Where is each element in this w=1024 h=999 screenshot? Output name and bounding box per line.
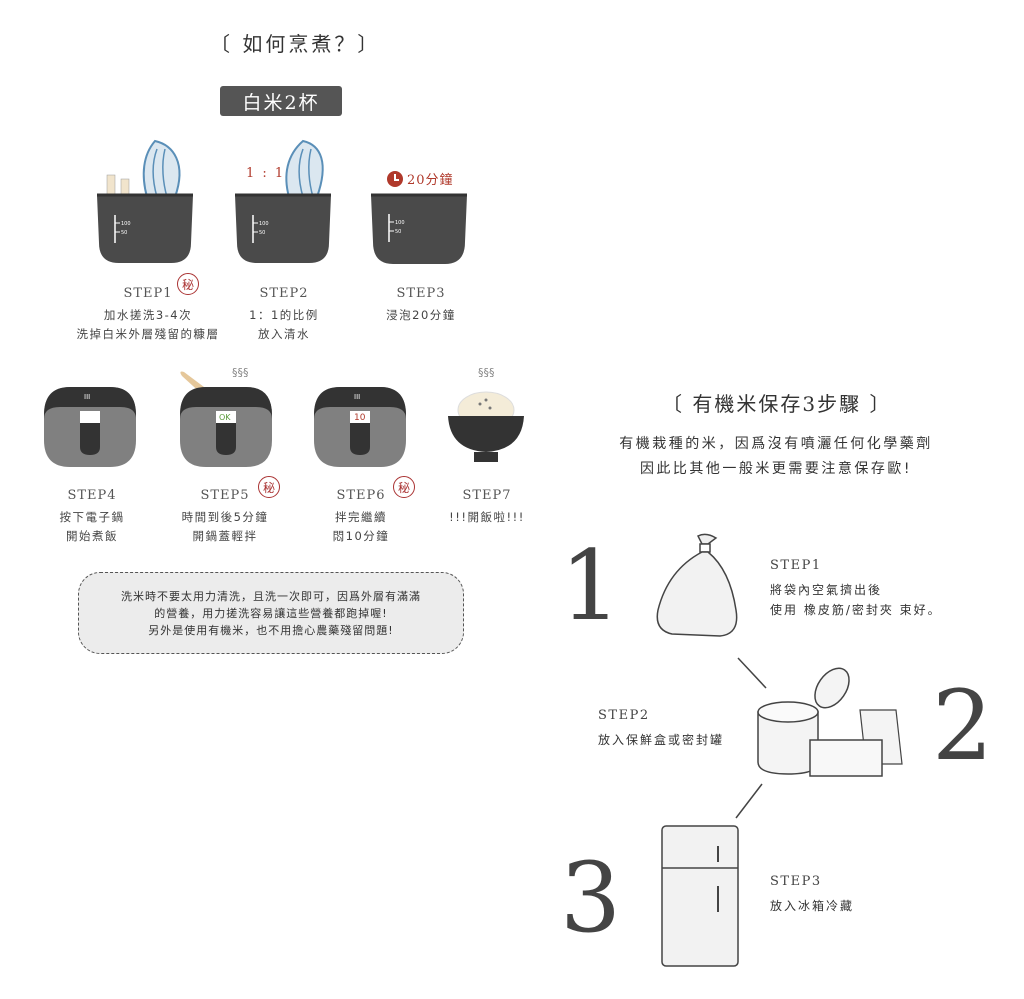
cooker-display-10: 10 <box>354 413 366 423</box>
rice-cooker-icon: III <box>44 387 136 467</box>
svg-text:III: III <box>354 393 360 401</box>
svg-text:50: 50 <box>259 230 265 236</box>
secret-mark-step5: 秘 <box>258 476 280 498</box>
pot-icon: 100 50 <box>371 193 467 264</box>
storage-title: 〔 有機米保存3步驟 〕 <box>662 392 892 416</box>
secret-mark-step6: 秘 <box>393 476 415 498</box>
step7-label: STEP7 <box>462 488 512 503</box>
step3-desc: 浸泡20分鐘 <box>386 308 456 322</box>
storage-step1-number: 1 <box>560 530 622 642</box>
pot-mark-50: 50 <box>121 230 127 236</box>
washing-tip-box: 洗米時不要太用力清洗，且洗一次即可，因爲外層有滿滿 的營養，用力搓洗容易讓這些營… <box>78 572 464 654</box>
ratio-label: 1 : 1 <box>246 166 286 181</box>
step4-label: STEP4 <box>67 488 117 503</box>
step2-desc: 1：1的比例放入清水 <box>249 308 319 341</box>
secret-mark-step1: 秘 <box>177 273 199 295</box>
storage-step1-label: STEP1 <box>770 558 822 573</box>
step1-desc: 加水搓洗3-4次洗掉白米外層殘留的糠層 <box>76 308 220 341</box>
storage-step2-number: 2 <box>932 670 994 782</box>
storage-step1-desc: 將袋內空氣擠出後 使用 橡皮筋/密封夾 束好。 <box>770 583 942 617</box>
step6-desc: 拌完繼續悶10分鐘 <box>332 510 390 543</box>
steam-icon: §§§ <box>478 366 495 379</box>
step3-label: STEP3 <box>396 286 446 301</box>
step2-label: STEP2 <box>259 286 309 301</box>
cooking-title: 〔 如何烹煮？〕 <box>210 32 381 56</box>
timer-label: 20分鐘 <box>407 173 454 188</box>
storage-step3-label: STEP3 <box>770 874 822 889</box>
pot-mark-100: 100 <box>121 221 131 227</box>
svg-text:100: 100 <box>395 220 405 226</box>
rice-cooker-open-icon: OK <box>180 371 272 467</box>
step5-desc: 時間到後5分鐘開鍋蓋輕拌 <box>181 510 269 543</box>
pot-with-water-icon: 100 50 <box>97 139 193 263</box>
step1-label: STEP1 <box>123 286 173 301</box>
pot-with-water-icon: 100 50 <box>235 139 331 263</box>
step5-label: STEP5 <box>200 488 250 503</box>
steam-icon: §§§ <box>232 366 249 379</box>
svg-text:III: III <box>84 393 90 401</box>
svg-text:100: 100 <box>259 221 269 227</box>
rice-bowl-icon <box>448 391 524 462</box>
rice-bag-icon <box>656 533 738 637</box>
step7-desc: !!!開飯啦!!! <box>449 510 525 524</box>
storage-step2-desc: 放入保鮮盒或密封罐 <box>598 733 725 747</box>
connector-lines <box>735 657 767 819</box>
storage-containers-icon <box>757 667 903 777</box>
cooker-display-ok: OK <box>219 413 231 422</box>
step6-label: STEP6 <box>336 488 386 503</box>
rice-cooker-timer-icon: III 10 <box>314 387 406 467</box>
step4-desc: 按下電子鍋開始煮飯 <box>59 510 125 543</box>
timer: 20分鐘 <box>387 169 454 188</box>
storage-step3-desc: 放入冰箱冷藏 <box>770 899 855 913</box>
rice-amount-badge: 白米2杯 <box>220 86 342 116</box>
refrigerator-icon <box>661 825 739 967</box>
storage-step3-number: 3 <box>560 842 622 954</box>
storage-intro: 有機栽種的米，因爲沒有噴灑任何化學藥劑 因此比其他一般米更需要注意保存歐! <box>619 436 933 477</box>
storage-step2-label: STEP2 <box>598 708 650 723</box>
svg-text:50: 50 <box>395 229 401 235</box>
clock-icon <box>387 170 403 187</box>
